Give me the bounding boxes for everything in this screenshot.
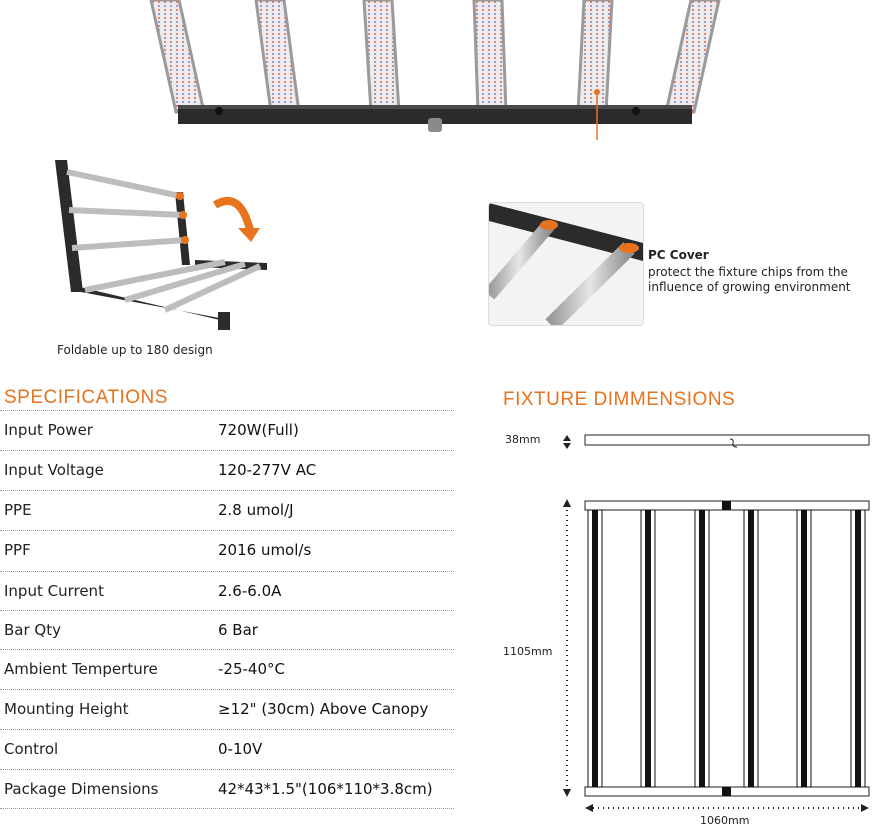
spec-value: 2016 umol/s	[218, 541, 312, 559]
spec-label: PPF	[4, 541, 31, 559]
pc-cover-title: PC Cover	[648, 248, 709, 262]
light-bar	[472, 0, 508, 114]
spec-row: Input Voltage 120-277V AC	[0, 451, 454, 491]
spec-value: 42*43*1.5"(106*110*3.8cm)	[218, 780, 433, 798]
spec-row: Control 0-10V	[0, 730, 454, 770]
spec-value: 2.8 umol/J	[218, 501, 294, 519]
light-bar	[254, 0, 301, 114]
pc-cover-description-2: influence of growing environment	[648, 280, 851, 294]
spec-value: 120-277V AC	[218, 461, 317, 479]
spec-label: Input Current	[4, 582, 104, 600]
spec-row: Input Power 720W(Full)	[0, 411, 454, 451]
spec-label: Input Power	[4, 421, 93, 439]
spec-label: Input Voltage	[4, 461, 104, 479]
spec-label: PPE	[4, 501, 32, 519]
dimension-bar-core	[592, 510, 598, 787]
spec-row: Input Current 2.6-6.0A	[0, 572, 454, 611]
light-bar	[664, 0, 721, 114]
foldable-illustration	[55, 160, 267, 330]
dimension-bar-core	[801, 510, 807, 787]
spec-row: Bar Qty 6 Bar	[0, 611, 454, 650]
pc-cover-inset	[488, 202, 644, 326]
dimension-bar-core	[699, 510, 705, 787]
spec-row: Package Dimensions 42*43*1.5"(106*110*3.8…	[0, 770, 454, 809]
spec-label: Bar Qty	[4, 621, 61, 639]
pc-cover-description-1: protect the fixture chips from the	[648, 265, 848, 279]
spec-label: Ambient Temperture	[4, 660, 158, 678]
spec-row: PPE 2.8 umol/J	[0, 491, 454, 531]
height-label: 1105mm	[503, 645, 553, 658]
spec-row: Mounting Height ≥12" (30cm) Above Canopy	[0, 690, 454, 730]
spec-value: ≥12" (30cm) Above Canopy	[218, 700, 429, 718]
width-label: 1060mm	[700, 814, 750, 827]
light-bar	[149, 0, 206, 114]
specifications-title: SPECIFICATIONS	[4, 387, 168, 408]
spec-label: Control	[4, 740, 59, 758]
dimension-bar-core	[748, 510, 754, 787]
spec-row: Ambient Temperture -25-40°C	[0, 650, 454, 690]
light-bar	[362, 0, 401, 114]
dimension-bar-core	[645, 510, 651, 787]
spec-row: PPF 2016 umol/s	[0, 531, 454, 572]
spec-value: 0-10V	[218, 740, 263, 758]
spec-value: 720W(Full)	[218, 421, 299, 439]
thickness-label: 38mm	[505, 433, 541, 446]
fixture-top-illustration	[149, 0, 721, 140]
spec-label: Package Dimensions	[4, 780, 159, 798]
fixture-dimensions-title: FIXTURE DIMMENSIONS	[503, 389, 736, 410]
pc-cover-closeup	[489, 203, 643, 325]
spec-value: -25-40°C	[218, 660, 285, 678]
light-bar	[576, 0, 614, 114]
spec-label: Mounting Height	[4, 700, 129, 718]
dimension-bar-core	[855, 510, 861, 787]
foldable-caption: Foldable up to 180 design	[57, 343, 213, 357]
spec-value: 6 Bar	[218, 621, 258, 639]
spec-value: 2.6-6.0A	[218, 582, 282, 600]
fixture-dimension-drawing	[563, 434, 870, 812]
spec-top-rule	[0, 410, 454, 411]
